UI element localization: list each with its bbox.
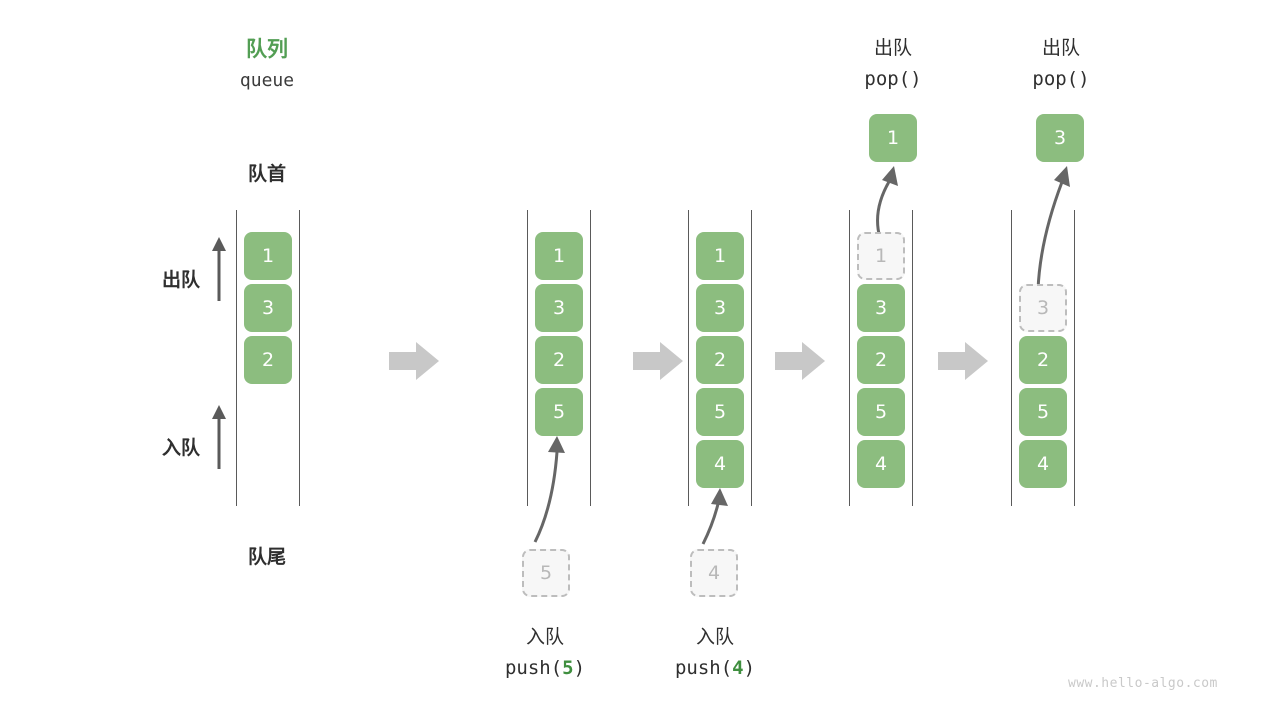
queue-rail-right-stage-2 <box>751 210 752 506</box>
queue-cell: 2 <box>696 336 744 384</box>
queue-rail-right-stage-4 <box>1074 210 1075 506</box>
queue-rail-left-stage-1 <box>527 210 528 506</box>
op-code-suffix: ) <box>573 657 586 679</box>
queue-rail-right-stage-1 <box>590 210 591 506</box>
dequeue-direction-label: 出队 <box>161 269 200 291</box>
queue-cell: 2 <box>535 336 583 384</box>
transition-arrow-icon <box>938 342 988 380</box>
incoming-element-placeholder: 5 <box>522 549 570 597</box>
queue-cell: 2 <box>1019 336 1067 384</box>
queue-cell: 2 <box>244 336 292 384</box>
op-code-suffix: ) <box>910 68 922 90</box>
queue-cell: 3 <box>696 284 744 332</box>
queue-rail-left-stage-4 <box>1011 210 1012 506</box>
op-code-suffix: ) <box>743 657 756 679</box>
queue-cell: 3 <box>535 284 583 332</box>
queue-cell: 5 <box>857 388 905 436</box>
queue-cell-new: 4 <box>696 440 744 488</box>
operation-label-code: push(4) <box>640 657 790 679</box>
op-code-suffix: ) <box>1078 68 1090 90</box>
operation-label-code: pop() <box>818 68 968 90</box>
transition-arrow-icon <box>389 342 439 380</box>
queue-cell-removed: 1 <box>857 232 905 280</box>
operation-label-cn: 入队 <box>525 626 564 648</box>
queue-cell: 4 <box>1019 440 1067 488</box>
diagram-title-en: queue <box>239 70 295 91</box>
popped-element: 1 <box>869 114 917 162</box>
queue-cell: 4 <box>857 440 905 488</box>
enqueue-direction-label: 入队 <box>161 437 200 459</box>
queue-cell-new: 5 <box>535 388 583 436</box>
enqueue-direction-arrow-icon <box>212 405 226 469</box>
queue-cell: 1 <box>696 232 744 280</box>
operation-label-cn: 出队 <box>873 37 912 59</box>
op-code-arg: 4 <box>732 657 744 679</box>
enqueue-motion-arrow-icon <box>533 436 565 543</box>
queue-cell: 3 <box>244 284 292 332</box>
enqueue-motion-arrow-icon <box>701 488 728 545</box>
queue-cell: 5 <box>1019 388 1067 436</box>
op-code-prefix: pop( <box>1032 68 1079 90</box>
front-label: 队首 <box>247 163 286 185</box>
queue-cell: 1 <box>244 232 292 280</box>
queue-rail-left-stage-0 <box>236 210 237 506</box>
watermark: www.hello-algo.com <box>1068 676 1218 691</box>
op-code-arg: 5 <box>562 657 574 679</box>
queue-cell: 5 <box>696 388 744 436</box>
queue-cell: 1 <box>535 232 583 280</box>
dequeue-motion-arrow-icon <box>1036 166 1070 291</box>
diagram-title-cn: 队列 <box>246 37 288 61</box>
queue-rail-right-stage-3 <box>912 210 913 506</box>
rear-label: 队尾 <box>247 546 286 568</box>
transition-arrow-icon <box>633 342 683 380</box>
op-code-prefix: pop( <box>864 68 911 90</box>
operation-label-code: push(5) <box>470 657 620 679</box>
queue-cell: 3 <box>857 284 905 332</box>
operation-label-code: pop() <box>986 68 1136 90</box>
incoming-element-placeholder: 4 <box>690 549 738 597</box>
queue-cell-removed: 3 <box>1019 284 1067 332</box>
queue-cell: 2 <box>857 336 905 384</box>
op-code-prefix: push( <box>504 657 563 679</box>
queue-rail-left-stage-3 <box>849 210 850 506</box>
operation-label-cn: 入队 <box>695 626 734 648</box>
popped-element: 3 <box>1036 114 1084 162</box>
operation-label-cn: 出队 <box>1041 37 1080 59</box>
queue-rail-left-stage-2 <box>688 210 689 506</box>
queue-rail-right-stage-0 <box>299 210 300 506</box>
dequeue-motion-arrow-icon <box>876 166 898 239</box>
transition-arrow-icon <box>775 342 825 380</box>
dequeue-direction-arrow-icon <box>212 237 226 301</box>
op-code-prefix: push( <box>674 657 733 679</box>
